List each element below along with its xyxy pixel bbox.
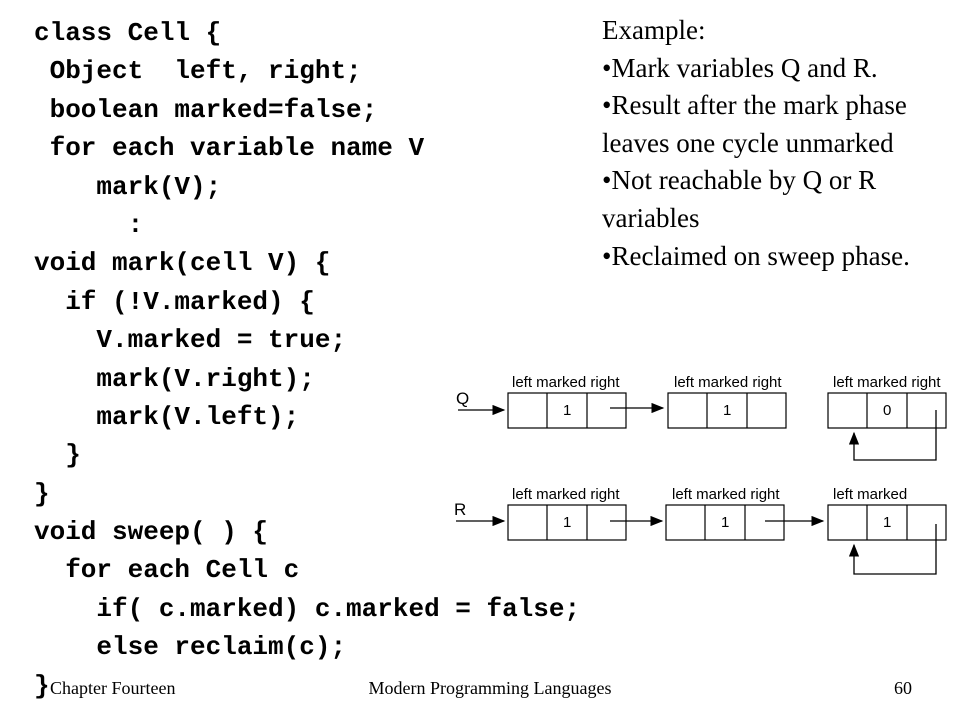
cell-marked-value: 1 bbox=[721, 514, 729, 531]
variable-label-q: Q bbox=[456, 389, 469, 408]
code-line: } bbox=[34, 670, 50, 701]
cell-r-1: left marked right 1 bbox=[507, 486, 627, 541]
page-number: 60 bbox=[894, 678, 912, 698]
code-line: void sweep( ) { bbox=[34, 517, 269, 548]
note-heading: Example: bbox=[602, 15, 706, 45]
cell-header: left marked right bbox=[833, 374, 941, 391]
code-line: mark(V); bbox=[34, 171, 222, 202]
cell-q-2: left marked right 1 bbox=[667, 374, 787, 429]
code-line: } bbox=[34, 478, 50, 509]
cell-marked-value: 1 bbox=[563, 402, 571, 419]
slide-footer: Chapter Fourteen Modern Programming Lang… bbox=[0, 678, 960, 702]
cell-header: left marked right bbox=[512, 486, 620, 503]
note-item: •Mark variables Q and R. bbox=[602, 52, 878, 83]
note-item: •Not reachable by Q or R variables bbox=[602, 165, 877, 233]
mark-sweep-diagram: Q left marked right 1 left marked right … bbox=[454, 374, 947, 575]
self-cycle-arrow bbox=[848, 524, 937, 575]
cell-r-3: left marked 1 bbox=[827, 486, 947, 541]
footer-title: Modern Programming Languages bbox=[368, 678, 612, 698]
code-line: for each Cell c bbox=[34, 555, 300, 586]
cell-header: left marked right bbox=[512, 374, 620, 391]
code-line: void mark(cell V) { bbox=[34, 248, 331, 279]
cell-q-1: left marked right 1 bbox=[507, 374, 627, 429]
cell-r-2: left marked right 1 bbox=[665, 486, 785, 541]
code-line: else reclaim(c); bbox=[34, 632, 347, 663]
cell-marked-value: 1 bbox=[883, 514, 891, 531]
cell-q-3: left marked right 0 bbox=[827, 374, 947, 429]
code-line: if( c.marked) c.marked = false; bbox=[34, 593, 581, 624]
code-line: } bbox=[34, 440, 81, 471]
self-cycle-arrow bbox=[848, 410, 937, 461]
cell-header: left marked right bbox=[674, 374, 782, 391]
footer-chapter: Chapter Fourteen bbox=[50, 678, 176, 698]
example-notes: Example: •Mark variables Q and R. •Resul… bbox=[602, 12, 952, 275]
code-line: for each variable name V bbox=[34, 133, 425, 164]
variable-label-r: R bbox=[454, 500, 466, 519]
cell-marked-value: 1 bbox=[563, 514, 571, 531]
code-line: if (!V.marked) { bbox=[34, 286, 315, 317]
code-line: class Cell { bbox=[34, 18, 222, 48]
cell-marked-value: 0 bbox=[883, 402, 891, 419]
code-line: Object left, right; bbox=[34, 56, 362, 87]
cell-marked-value: 1 bbox=[723, 402, 731, 419]
cell-header: left marked bbox=[833, 486, 907, 503]
code-line: : bbox=[34, 209, 144, 240]
code-line: mark(V.right); bbox=[34, 363, 315, 394]
code-line: mark(V.left); bbox=[34, 401, 300, 432]
code-block: class Cell { Object left, right; boolean… bbox=[34, 14, 580, 705]
note-item: •Reclaimed on sweep phase. bbox=[602, 240, 910, 271]
code-line: V.marked = true; bbox=[34, 325, 347, 356]
note-item: •Result after the mark phase leaves one … bbox=[602, 90, 907, 158]
cell-header: left marked right bbox=[672, 486, 780, 503]
code-line: boolean marked=false; bbox=[34, 94, 378, 125]
